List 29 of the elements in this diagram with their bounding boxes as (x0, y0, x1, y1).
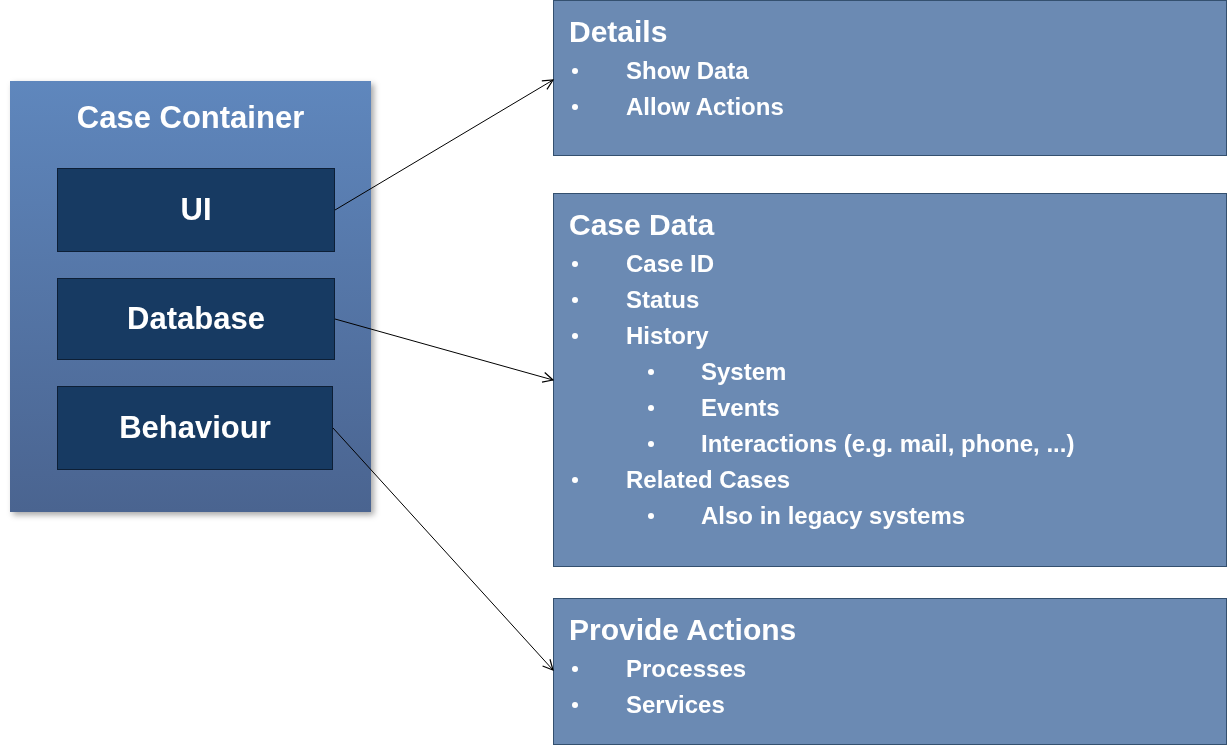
list-item: Services (626, 690, 725, 720)
list-item: Also in legacy systems (701, 501, 966, 531)
content-box (553, 0, 1227, 156)
list-item: Status (626, 285, 700, 315)
list-item: Events (701, 393, 780, 423)
list-item: Allow Actions (626, 92, 784, 122)
component-box (57, 278, 335, 360)
list-item: System (701, 357, 787, 387)
container-title: Case Container (75, 99, 306, 137)
content-box (553, 193, 1227, 567)
box-heading: Case Data (569, 208, 715, 242)
arrow (332, 427, 554, 671)
box-heading: Provide Actions (569, 613, 797, 647)
arrow (334, 79, 554, 211)
box-heading: Details (569, 15, 668, 49)
component-label: Behaviour (119, 408, 271, 447)
list-item: Related Cases (626, 465, 791, 495)
component-label: UI (180, 190, 212, 229)
arrow (334, 318, 554, 383)
list-item: Case ID (626, 249, 715, 279)
component-box (57, 168, 335, 252)
list-item: Show Data (626, 56, 749, 86)
list-item: Interactions (e.g. mail, phone, ...) (701, 429, 1075, 459)
content-box (553, 598, 1227, 745)
list-item: Processes (626, 654, 747, 684)
component-box (57, 386, 333, 470)
list-item: History (626, 321, 709, 351)
component-label: Database (127, 299, 265, 338)
container-box (10, 81, 371, 512)
